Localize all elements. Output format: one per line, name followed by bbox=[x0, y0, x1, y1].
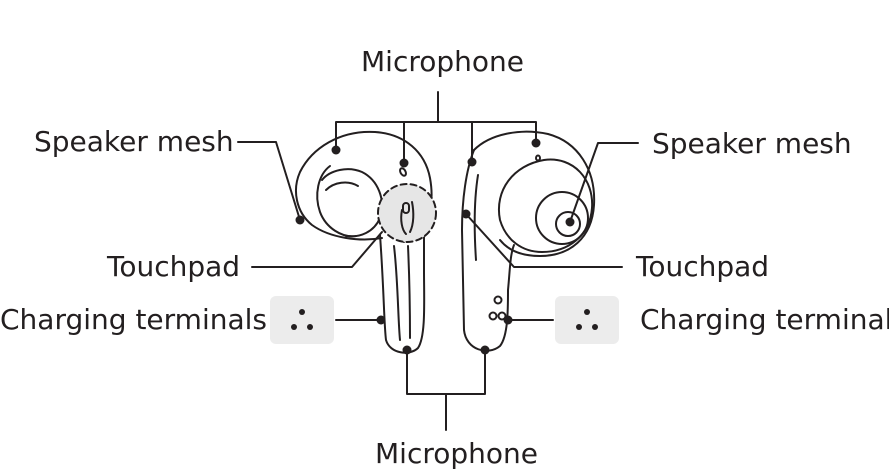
right-terminal-1 bbox=[488, 311, 498, 321]
right-terminal-2 bbox=[497, 311, 507, 321]
right-earbud-head bbox=[473, 130, 596, 257]
touchpad-right-leader bbox=[465, 213, 623, 268]
left-speaker-tip bbox=[316, 165, 357, 238]
right-earbud bbox=[461, 130, 596, 352]
right-speaker-mesh-center bbox=[555, 211, 581, 237]
right-speaker-tip bbox=[497, 158, 594, 253]
label-microphone-bottom: Microphone bbox=[375, 437, 538, 470]
bottom-microphone-bracket bbox=[406, 349, 486, 431]
label-touchpad-left: Touchpad bbox=[107, 250, 241, 283]
label-touchpad-right: Touchpad bbox=[636, 250, 770, 283]
charging-terminals-right-box bbox=[555, 296, 619, 344]
right-sensor bbox=[493, 295, 503, 305]
right-speaker-mesh-ring bbox=[535, 191, 589, 245]
right-earbud-stem bbox=[461, 149, 515, 352]
right-mic-hole bbox=[535, 154, 541, 162]
speaker-mesh-left-leader bbox=[237, 141, 301, 221]
label-speaker-mesh-left: Speaker mesh bbox=[34, 125, 234, 158]
label-speaker-mesh-right: Speaker mesh bbox=[652, 127, 852, 160]
left-earbud bbox=[295, 130, 433, 354]
label-charging-terminals-right: Charging terminals bbox=[640, 303, 889, 336]
top-microphone-bracket bbox=[335, 91, 537, 164]
left-speaker-tip-inner bbox=[321, 168, 383, 238]
label-charging-terminals-left: Charging terminals bbox=[0, 303, 267, 336]
left-mic-hole bbox=[399, 167, 407, 177]
touchpad-left-leader bbox=[251, 231, 383, 268]
label-microphone-top: Microphone bbox=[361, 45, 524, 78]
speaker-mesh-right-leader bbox=[569, 142, 639, 223]
leader-dots bbox=[295, 138, 575, 355]
left-earbud-stem bbox=[379, 224, 426, 354]
charging-terminals-left-box bbox=[270, 296, 334, 344]
left-earbud-head bbox=[295, 130, 433, 241]
